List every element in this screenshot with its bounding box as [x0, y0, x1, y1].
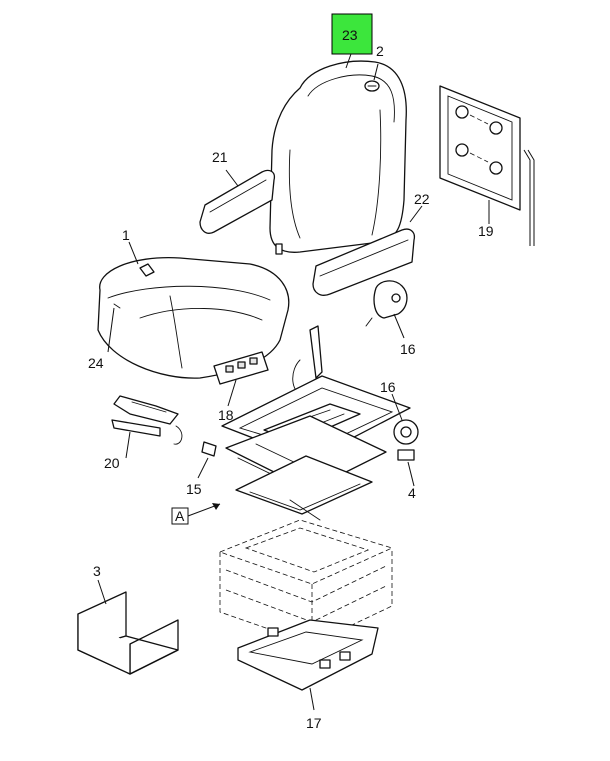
seat-cushion — [97, 257, 290, 379]
recline-knob-upper — [365, 280, 408, 327]
control-switch-panel — [213, 351, 269, 385]
heater-pad — [439, 85, 535, 246]
callout-2: 2 — [376, 43, 384, 59]
seat-frame-assembly — [201, 325, 419, 521]
callout-20: 20 — [104, 455, 120, 471]
valve-bracket — [111, 395, 183, 445]
callout-19: 19 — [478, 223, 494, 239]
callout-15: 15 — [186, 481, 202, 497]
callout-21: 21 — [212, 149, 228, 165]
base-plate — [237, 619, 379, 691]
leader-lines — [97, 53, 490, 711]
callout-A: A — [175, 508, 185, 524]
callout-23: 23 — [342, 27, 358, 43]
callout-A-box — [171, 507, 189, 525]
callout-1: 1 — [122, 227, 130, 243]
callout-22: 22 — [414, 191, 430, 207]
right-armrest — [312, 228, 416, 296]
callout-4: 4 — [408, 485, 416, 501]
left-armrest — [199, 169, 276, 234]
seat-back — [269, 60, 407, 255]
callout-16-upper: 16 — [400, 341, 416, 357]
callout-labels: 23 2 21 22 19 1 24 16 18 20 15 16 4 A 3 … — [88, 27, 494, 731]
callout-17: 17 — [306, 715, 322, 731]
highlight-box-23 — [331, 13, 373, 55]
headrest-knob — [364, 80, 380, 92]
riser-cover — [77, 591, 179, 675]
callout-3: 3 — [93, 563, 101, 579]
callout-16-lower: 16 — [380, 379, 396, 395]
callout-24: 24 — [88, 355, 104, 371]
callout-18: 18 — [218, 407, 234, 423]
